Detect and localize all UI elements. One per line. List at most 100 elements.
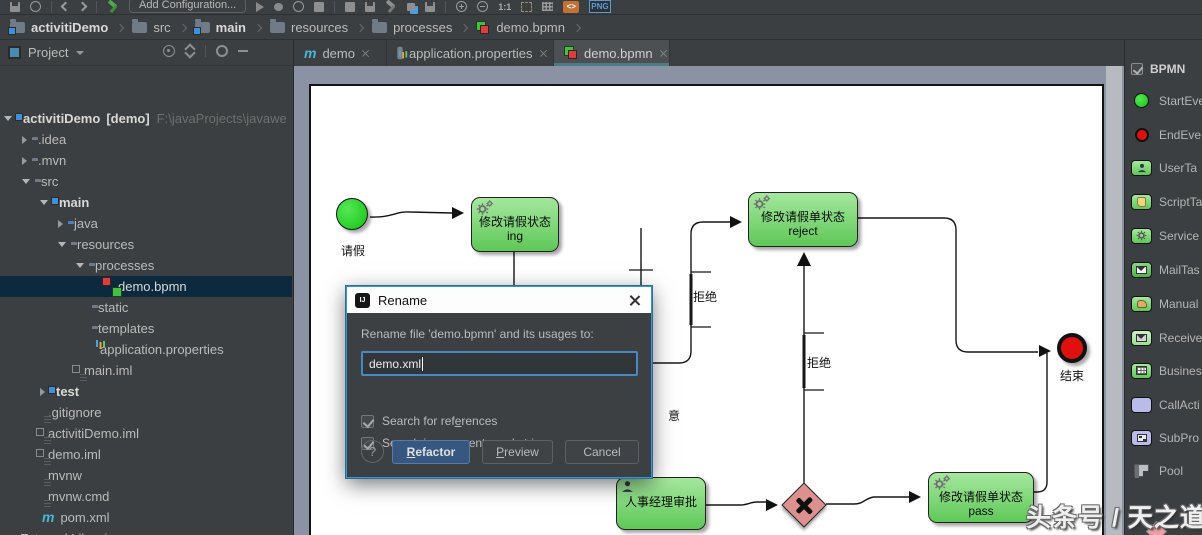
dialog-title-bar[interactable]: IJ Rename	[347, 287, 651, 313]
step-icon[interactable]	[345, 0, 356, 13]
palette-item-mail-task[interactable]: MailTas	[1131, 260, 1202, 279]
collapse-arrow-icon[interactable]	[22, 156, 27, 165]
expand-arrow-icon[interactable]	[58, 242, 66, 247]
wrench-icon[interactable]	[385, 0, 397, 13]
bpmn-canvas[interactable]: 请假 修改请假状态ing	[294, 66, 1125, 535]
checkbox-checked-icon[interactable]	[361, 414, 374, 428]
sync-icon[interactable]	[30, 0, 41, 13]
run-configuration-select[interactable]: Add Configuration...	[129, 0, 247, 13]
refactor-button[interactable]: Refactor	[392, 440, 470, 464]
collapse-arrow-icon[interactable]	[58, 219, 63, 228]
mute-icon[interactable]	[365, 0, 376, 13]
collapse-arrow-icon[interactable]	[40, 387, 45, 396]
help-button[interactable]: ?	[361, 440, 384, 463]
fit-content-icon[interactable]	[521, 0, 533, 13]
tree-item-pom-xml[interactable]: m pom.xml	[42, 509, 110, 525]
actual-size-icon[interactable]: 1:1	[498, 1, 512, 12]
preview-button[interactable]: Preview	[482, 440, 553, 464]
tree-item-demo-bpmn[interactable]: demo.bpmn	[0, 276, 292, 297]
tab-demo-bpmn[interactable]: demo.bpmn	[554, 40, 670, 66]
back-icon[interactable]	[60, 0, 71, 13]
coverage-icon[interactable]	[293, 0, 305, 13]
tree-item-gitignore[interactable]: .gitignore	[48, 405, 102, 420]
palette-item-call-activity[interactable]: CallActi	[1131, 395, 1202, 414]
xml-view-icon[interactable]: <>	[563, 1, 580, 13]
palette-item-service-task[interactable]: Service	[1131, 226, 1202, 245]
collapse-arrow-icon[interactable]	[22, 135, 27, 144]
chevron-down-icon[interactable]	[76, 50, 85, 55]
canvas-scrollbar[interactable]	[1106, 66, 1122, 535]
collapse-all-icon[interactable]	[185, 45, 195, 57]
stop-icon[interactable]	[314, 0, 325, 13]
palette-item-user-task[interactable]: UserTa	[1131, 158, 1202, 177]
tree-item-main[interactable]: main	[0, 192, 292, 213]
tree-item-activitidemo-iml[interactable]: activitiDemo.iml	[48, 426, 140, 441]
expand-arrow-icon[interactable]	[40, 200, 48, 205]
search-references-checkbox[interactable]: Search for references	[361, 414, 497, 428]
grid-icon[interactable]	[542, 0, 554, 13]
tree-item-mvnw-cmd[interactable]: mvnw.cmd	[48, 489, 110, 504]
palette-item-end-event[interactable]: EndEve	[1131, 125, 1202, 144]
checkbox-checked-icon[interactable]	[1131, 63, 1143, 75]
breadcrumb-item-main[interactable]: main	[192, 19, 246, 35]
tree-item-resources[interactable]: resources	[0, 234, 292, 255]
palette-header[interactable]: BPMN	[1131, 62, 1185, 76]
palette-item-business-rule-task[interactable]: Busines	[1131, 361, 1202, 380]
breadcrumb-item-src[interactable]: src	[132, 19, 171, 35]
palette-item-pool[interactable]: Pool	[1131, 461, 1202, 480]
tree-item-processes[interactable]: processes	[0, 255, 292, 276]
save-all-icon[interactable]	[425, 0, 436, 13]
tree-item-main-iml[interactable]: main.iml	[84, 363, 133, 378]
breadcrumb-item-resources[interactable]: resources	[270, 19, 348, 35]
tree-item-demo-iml[interactable]: demo.iml	[48, 447, 101, 462]
run-icon[interactable]	[256, 0, 265, 13]
zoom-out-icon[interactable]	[477, 0, 489, 13]
tree-item-mvnw[interactable]: mvnw	[48, 468, 82, 483]
close-icon[interactable]	[629, 294, 641, 306]
task-update-status-reject[interactable]: 修改请假单状态reject	[748, 192, 858, 247]
tree-item-external-libraries[interactable]: External Libraries	[0, 528, 292, 535]
expand-arrow-icon[interactable]	[4, 116, 12, 121]
tree-item-src[interactable]: src	[0, 171, 292, 192]
task-update-status-ing[interactable]: 修改请假状态ing	[471, 197, 559, 252]
breadcrumb-item-file[interactable]: demo.bpmn	[476, 20, 565, 35]
debug-icon[interactable]	[274, 0, 284, 13]
forward-icon[interactable]	[77, 0, 88, 13]
end-event-node[interactable]	[1057, 333, 1087, 363]
tree-item-static[interactable]: static	[98, 300, 129, 315]
layout-icon[interactable]	[407, 0, 416, 13]
palette-item-manual-task[interactable]: Manual	[1131, 294, 1202, 313]
palette-item-receive-task[interactable]: Receive	[1131, 328, 1202, 347]
tree-item-application-properties[interactable]: application.properties	[100, 342, 224, 357]
locate-file-icon[interactable]	[163, 45, 175, 57]
palette-item-script-task[interactable]: ScriptTa	[1131, 192, 1202, 211]
expand-arrow-icon[interactable]	[76, 263, 84, 268]
palette-item-start-event[interactable]: StartEve	[1131, 91, 1202, 110]
palette-item-sub-process[interactable]: SubPro	[1131, 428, 1202, 447]
build-hammer-icon[interactable]	[107, 0, 119, 13]
tree-item-templates[interactable]: templates	[98, 321, 155, 336]
breadcrumb-item-project[interactable]: activitiDemo	[8, 19, 108, 35]
settings-gear-icon[interactable]	[216, 45, 228, 57]
start-event-node[interactable]	[336, 198, 368, 230]
close-icon[interactable]	[361, 49, 370, 58]
project-panel-title[interactable]: Project	[28, 45, 69, 60]
export-png-icon[interactable]: PNG	[589, 0, 611, 13]
tree-item-root[interactable]: activitiDemo [demo] F:\javaProjects\java…	[0, 108, 292, 129]
zoom-in-icon[interactable]	[456, 0, 468, 13]
tree-item-mvn[interactable]: .mvn	[0, 150, 292, 171]
hide-panel-icon[interactable]	[238, 50, 248, 52]
cancel-button[interactable]: Cancel	[565, 440, 639, 464]
rename-input[interactable]: demo.xml	[361, 351, 638, 376]
tree-item-java[interactable]: java	[0, 213, 292, 234]
tab-demo[interactable]: m demo	[294, 40, 387, 66]
close-icon[interactable]	[539, 49, 543, 58]
task-update-status-pass[interactable]: 修改请假单状态pass	[928, 472, 1034, 523]
task-hr-manager-approval[interactable]: 人事经理审批	[616, 477, 706, 530]
save-icon[interactable]	[10, 0, 20, 13]
tab-application-properties[interactable]: application.properties	[387, 40, 554, 66]
tree-item-test[interactable]: test	[0, 381, 292, 402]
tree-item-idea[interactable]: .idea	[0, 129, 292, 150]
expand-arrow-icon[interactable]	[22, 179, 30, 184]
breadcrumb-item-processes[interactable]: processes	[372, 19, 452, 35]
